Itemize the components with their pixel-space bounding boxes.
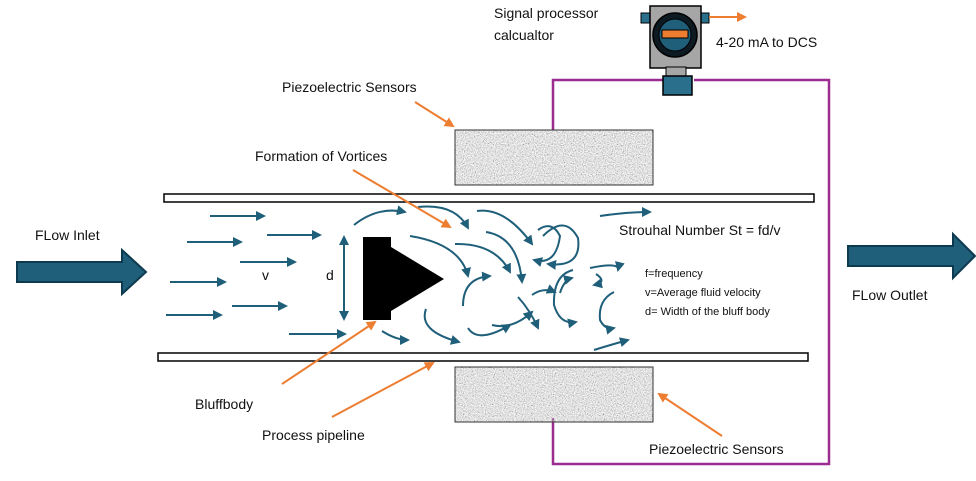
process-pipeline-label: Process pipeline [262,427,365,443]
legend-frequency: f=frequency [645,268,703,280]
formation-of-vortices-label: Formation of Vortices [255,148,387,164]
flow-inlet-arrow [16,247,148,297]
output-signal-label: 4-20 mA to DCS [716,34,817,50]
piezo-sensors-bottom-label: Piezoelectric Sensors [649,441,784,457]
piezo-sensor-bottom [454,366,654,423]
diameter-symbol: d [326,267,334,283]
bluffbody-label: Bluffbody [195,396,253,412]
piezo-sensor-top [454,129,654,186]
signal-processor-label-line2: calcualtor [494,27,554,43]
legend-width: d= Width of the bluff body [645,306,770,318]
velocity-symbol: v [262,267,269,283]
piezo-sensors-top-label: Piezoelectric Sensors [282,79,417,95]
bluff-body [363,237,444,320]
flow-inlet-label: FLow Inlet [35,227,100,243]
signal-processor-label-line1: Signal processor [494,5,599,21]
signal-wire-bottom [551,78,831,466]
strouhal-formula: Strouhal Number St = fd/v [619,222,780,238]
callout-lines [281,101,723,437]
vortex-arrows [353,205,652,351]
legend-velocity: v=Average fluid velocity [645,287,761,299]
transmitter-icon [640,5,710,96]
flow-outlet-label: FLow Outlet [852,287,928,303]
pipe-wall-top [163,193,815,203]
signal-wire-top [551,78,671,130]
pipe-wall-bottom [157,352,809,362]
flow-outlet-arrow [847,231,976,281]
incoming-flow-arrows [166,211,347,339]
